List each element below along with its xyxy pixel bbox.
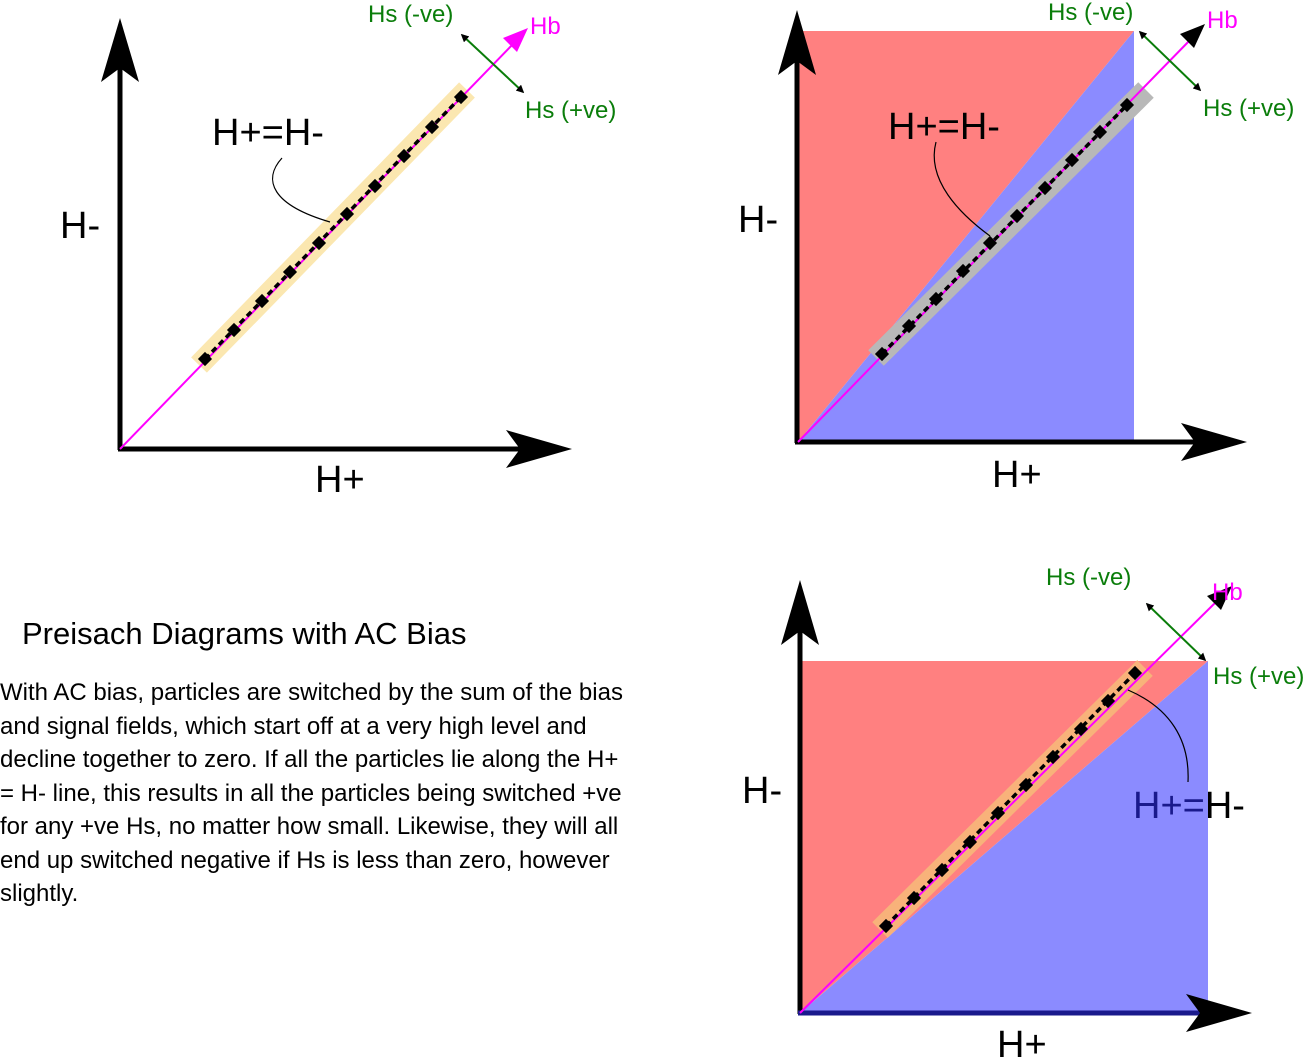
caption-title: Preisach Diagrams with AC Bias xyxy=(22,616,467,651)
hs-positive-label: Hs (+ve) xyxy=(1203,95,1294,122)
particle xyxy=(990,805,1006,821)
x-axis-label: H+ xyxy=(315,459,365,501)
particle xyxy=(1064,152,1080,168)
hs-negative-label: Hs (-ve) xyxy=(1048,0,1133,26)
preisach-diagram-top-right: H- H+ H+=H- Hb Hs (-ve) Hs (+ve) xyxy=(738,0,1294,496)
y-axis-label: H- xyxy=(742,770,782,812)
y-axis-arrowhead xyxy=(101,18,139,82)
x-axis-label: H+ xyxy=(992,454,1042,496)
hb-arrowhead xyxy=(1180,24,1205,48)
particles xyxy=(874,97,1135,362)
particle xyxy=(226,322,242,338)
particle xyxy=(367,178,383,194)
particle xyxy=(424,119,440,135)
hs-positive-label: Hs (+ve) xyxy=(1213,663,1304,690)
x-axis-arrowhead xyxy=(506,430,572,468)
particle xyxy=(1045,749,1061,765)
particle xyxy=(878,918,894,934)
particle xyxy=(906,890,922,906)
particle xyxy=(396,148,412,164)
hb-label: Hb xyxy=(1212,579,1243,606)
diagonal-equation-label-part1: H+= xyxy=(1133,785,1205,827)
particle xyxy=(1037,180,1053,196)
x-axis-arrowhead xyxy=(1186,994,1252,1032)
particle xyxy=(1100,693,1116,709)
particle xyxy=(874,346,890,362)
hs-signal-arrow xyxy=(1145,602,1207,662)
hb-arrowhead xyxy=(503,28,528,52)
particle xyxy=(339,206,355,222)
particles xyxy=(878,665,1143,934)
particle xyxy=(1073,721,1089,737)
particle-chain xyxy=(880,102,1130,356)
diagonal-equation-label-part2: H- xyxy=(1205,785,1245,827)
diagonal-equation-label: H+=H- xyxy=(888,106,1000,148)
particle xyxy=(1119,97,1135,113)
label-leader-line xyxy=(272,157,331,223)
particle xyxy=(311,235,327,251)
particle xyxy=(197,351,213,367)
y-axis-arrowhead xyxy=(778,10,816,75)
caption-body-text: With AC bias, particles are switched by … xyxy=(0,679,623,907)
diagonal-equation-label: H+=H- xyxy=(212,112,324,154)
hb-label: Hb xyxy=(530,13,561,40)
diagonal-equation-label: H+=H- xyxy=(1133,785,1245,827)
blue-region-positive xyxy=(800,661,1208,1013)
particle xyxy=(928,291,944,307)
particle-chain xyxy=(884,671,1137,928)
particle xyxy=(1009,208,1025,224)
particle xyxy=(1127,665,1143,681)
x-axis-label: H+ xyxy=(997,1024,1047,1058)
hb-label: Hb xyxy=(1207,7,1238,34)
particle xyxy=(453,89,469,105)
particle xyxy=(982,235,998,251)
caption-block: Preisach Diagrams with AC Bias With AC b… xyxy=(0,612,640,911)
particle-chain xyxy=(203,94,464,361)
y-axis-label: H- xyxy=(738,199,778,241)
preisach-diagram-bottom-right: H- H+ H+=H- Hb Hs (-ve) Hs (+ve) xyxy=(742,564,1304,1058)
particle xyxy=(1018,777,1034,793)
hs-positive-label: Hs (+ve) xyxy=(525,97,616,124)
particle xyxy=(1092,124,1108,140)
label-leader-line xyxy=(1127,689,1189,783)
hb-diagonal-line xyxy=(799,599,1219,1014)
preisach-diagram-top-left: H- H+ H+=H- Hb Hs (-ve) Hs (+ve) xyxy=(60,1,616,501)
hb-arrowhead xyxy=(1207,586,1232,610)
particle xyxy=(901,318,917,334)
particle xyxy=(934,862,950,878)
particle xyxy=(282,264,298,280)
x-axis-arrowhead xyxy=(1181,423,1247,461)
hs-negative-label: Hs (-ve) xyxy=(1046,564,1131,591)
particle xyxy=(254,293,270,309)
hs-signal-arrow xyxy=(460,33,525,94)
hs-signal-arrow xyxy=(1138,30,1202,92)
particle xyxy=(962,834,978,850)
particle xyxy=(955,263,971,279)
hs-negative-label: Hs (-ve) xyxy=(368,1,453,28)
y-axis-label: H- xyxy=(60,205,100,247)
label-leader-line xyxy=(933,141,991,237)
particles xyxy=(197,89,469,367)
y-axis-arrowhead xyxy=(781,580,819,645)
